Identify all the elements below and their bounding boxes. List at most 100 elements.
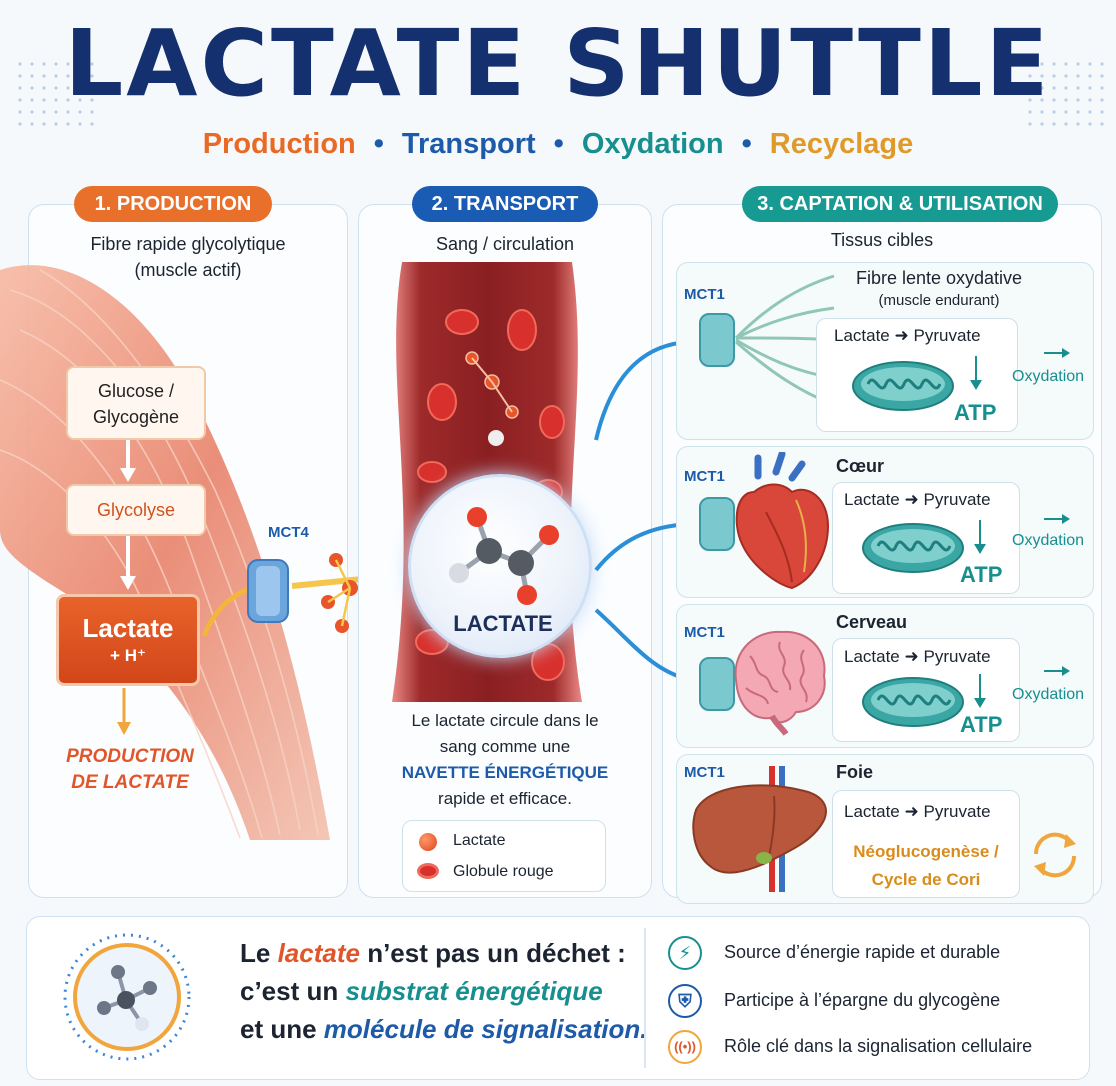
slow-fiber-subtitle: (muscle endurant) xyxy=(878,292,1000,309)
arrow-down-icon xyxy=(974,520,986,554)
captation-header: 3. CAPTATION & UTILISATION xyxy=(742,186,1058,222)
footer-divider xyxy=(644,928,646,1068)
highlight-signalling: molécule de signalisation. xyxy=(323,1014,648,1044)
highlight-substrate: substrat énergétique xyxy=(345,976,603,1006)
atp-label: ATP xyxy=(960,562,1003,587)
signal-icon: ((•)) xyxy=(668,1030,702,1064)
heart-title: Cœur xyxy=(836,456,884,476)
subtitle-recyclage: Recyclage xyxy=(769,128,914,160)
subtitle-separator: • xyxy=(741,128,752,160)
desc-line1: Le lactate circule dans le xyxy=(411,711,599,730)
lactate-dot-icon xyxy=(419,833,437,851)
liver-icon xyxy=(692,766,827,892)
highlight-lactate: lactate xyxy=(277,938,360,968)
transport-caption: Sang / circulation xyxy=(435,234,575,254)
lactate-h-box: Lactate + H⁺ xyxy=(56,594,200,686)
mct1-label: MCT1 xyxy=(684,286,725,303)
molecule-label: LACTATE xyxy=(453,611,553,636)
pyruvate-label: Pyruvate xyxy=(923,490,991,509)
mitochondrion-icon xyxy=(862,523,964,573)
arrow-right-icon xyxy=(1044,514,1070,524)
decorative-dots-left xyxy=(14,58,94,128)
brain-icon xyxy=(699,630,826,736)
lactate-to-pyruvate: Lactate ➜ Pyruvate xyxy=(834,326,981,346)
lactate-label: Lactate xyxy=(844,490,900,509)
oxidation-label: Oxydation xyxy=(1012,368,1085,385)
slow-fiber-title: Fibre lente oxydative xyxy=(855,268,1023,288)
statement-line2: c’est un substrat énergétique xyxy=(240,976,603,1006)
glycolyse-box: Glycolyse xyxy=(66,484,206,536)
production-caption-line1: Fibre rapide glycolytique xyxy=(90,234,286,254)
lightning-icon: ⚡ xyxy=(668,936,702,970)
arrow-right-icon: ➜ xyxy=(904,647,919,666)
gluconeogenesis-label: Néoglucogenèse / xyxy=(853,842,999,861)
liver-metabolism xyxy=(832,790,1020,898)
benefit-energy: Source d’énergie rapide et durable xyxy=(724,942,1001,962)
subtitle-oxydation: Oxydation xyxy=(581,128,724,160)
mct4-label: MCT4 xyxy=(268,524,309,541)
subtitle-production: Production xyxy=(202,128,356,160)
mct4-transporter-icon xyxy=(201,553,408,637)
lactate-molecule-bubble: LACTATE xyxy=(408,474,592,658)
mct1-label: MCT1 xyxy=(684,468,725,485)
subtitle-separator: • xyxy=(553,128,564,160)
brain-title: Cerveau xyxy=(836,612,908,632)
lactate-to-pyruvate: Lactate ➜ Pyruvate xyxy=(844,647,991,667)
arrow-down-icon xyxy=(117,688,131,735)
slow-fiber-icon xyxy=(699,274,835,406)
mitochondrion-icon xyxy=(852,361,954,411)
statement-line3: et une molécule de signalisation. xyxy=(240,1014,648,1044)
production-result-line1: PRODUCTION xyxy=(66,746,194,767)
atp-label: ATP xyxy=(960,712,1003,737)
arrow-down-icon xyxy=(970,356,982,390)
lactate-molecule-icon xyxy=(449,507,559,605)
legend-rbc-label: Globule rouge xyxy=(453,863,554,880)
production-result: PRODUCTION DE LACTATE xyxy=(50,744,210,796)
desc-highlight: NAVETTE ÉNERGÉTIQUE xyxy=(401,763,609,782)
production-result-line2: DE LACTATE xyxy=(71,772,189,793)
glucose-label: Glucose / xyxy=(97,381,175,401)
shield-icon: ⛨ xyxy=(668,984,702,1018)
oxidation-label: Oxydation xyxy=(1012,532,1085,549)
summary-panel xyxy=(26,916,1090,1080)
pyruvate-label: Pyruvate xyxy=(923,647,991,666)
arrow-right-icon: ➜ xyxy=(894,326,909,345)
desc-line2: sang comme une xyxy=(439,737,571,756)
arrow-down-icon xyxy=(120,536,136,590)
page-subtitle: Production • Transport • Oxydation • Recyclage xyxy=(0,128,1116,161)
proton-label: + H⁺ xyxy=(110,646,146,665)
arrow-right-icon: ➜ xyxy=(904,490,919,509)
lactate-label: Lactate xyxy=(834,326,890,345)
glucose-glycogen-box: Glucose / Glycogène xyxy=(66,366,206,440)
legend-lactate-label: Lactate xyxy=(453,832,506,849)
arrow-right-icon xyxy=(1044,348,1070,358)
atp-label: ATP xyxy=(954,400,997,425)
production-caption-line2: (muscle actif) xyxy=(134,260,242,280)
lactate-label: Lactate xyxy=(82,613,174,643)
cori-cycle-label: Cycle de Cori xyxy=(871,870,981,889)
production-header: 1. PRODUCTION xyxy=(74,186,272,222)
legend: Lactate Globule rouge xyxy=(402,820,606,892)
page-title: LACTATE SHUTTLE xyxy=(64,10,1052,117)
subtitle-transport: Transport xyxy=(401,128,536,160)
subtitle-separator: • xyxy=(373,128,384,160)
heart-icon xyxy=(699,452,830,590)
gluconeogenesis-result: Néoglucogenèse / Cycle de Cori xyxy=(834,838,1018,894)
red-blood-cell-icon xyxy=(417,863,439,879)
arrow-right-icon xyxy=(1044,666,1070,676)
transport-description: Le lactate circule dans le sang comme un… xyxy=(362,708,648,812)
transport-header: 2. TRANSPORT xyxy=(412,186,598,222)
mct1-label: MCT1 xyxy=(684,624,725,641)
benefit-signalling: Rôle clé dans la signalisation cellulair… xyxy=(724,1036,1033,1056)
recycle-icon xyxy=(1033,832,1077,878)
decorative-dots-right xyxy=(1024,58,1104,128)
liver-title: Foie xyxy=(836,762,874,782)
captation-caption: Tissus cibles xyxy=(830,230,934,250)
molecule-badge-icon xyxy=(63,933,191,1061)
desc-line4: rapide et efficace. xyxy=(438,789,572,808)
arrow-down-icon xyxy=(120,440,136,482)
pyruvate-label: Pyruvate xyxy=(913,326,981,345)
arrow-down-icon xyxy=(974,674,986,708)
benefit-glycogen: Participe à l’épargne du glycogène xyxy=(724,990,1001,1010)
arrow-right-icon: ➜ xyxy=(904,802,919,821)
